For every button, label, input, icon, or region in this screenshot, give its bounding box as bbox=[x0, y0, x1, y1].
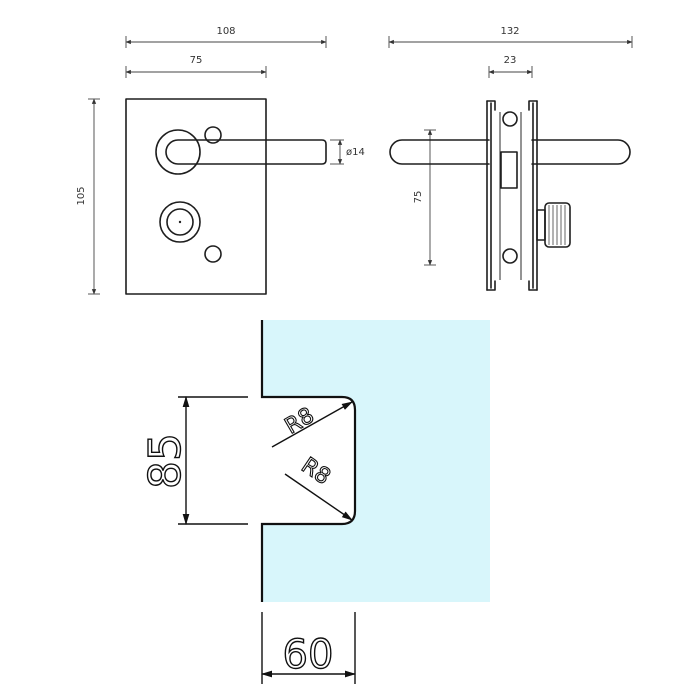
lever-handle bbox=[165, 139, 327, 165]
small-screw-bottom bbox=[204, 245, 222, 263]
radius-leader-bottom: R8 bbox=[284, 453, 353, 521]
dimension-side-overall-width: 132 bbox=[388, 26, 633, 48]
mounting-plate bbox=[125, 98, 267, 295]
lock-cylinder-outer bbox=[159, 201, 201, 243]
dimension-cutout-depth: 60 bbox=[260, 612, 357, 684]
side-view: 132 23 75 bbox=[388, 26, 633, 291]
glass-cutout-view: 85 R8 R8 60 bbox=[139, 320, 490, 684]
clamp-body bbox=[486, 100, 538, 291]
lock-center-point bbox=[178, 220, 182, 224]
dimension-lever-diameter: ø14 bbox=[330, 139, 365, 165]
dimension-label-105: 105 bbox=[76, 186, 87, 205]
dimension-label-23: 23 bbox=[504, 55, 517, 66]
side-screw-bottom bbox=[502, 248, 518, 264]
glass-panel bbox=[262, 320, 490, 602]
radius-label-top: R8 bbox=[281, 403, 319, 439]
glass-edge-profile bbox=[260, 320, 357, 602]
dimension-label-diameter: ø14 bbox=[346, 147, 365, 158]
dimension-front-hole-spacing: 75 bbox=[125, 55, 267, 78]
dimension-label-85: 85 bbox=[140, 433, 191, 489]
lock-cylinder-inner bbox=[166, 208, 194, 236]
dimension-cutout-height: 85 bbox=[139, 395, 248, 526]
radius-label-bottom: R8 bbox=[297, 453, 335, 490]
dimension-label-108: 108 bbox=[216, 26, 235, 37]
dimension-label-75-vertical: 75 bbox=[413, 191, 424, 204]
dimension-label-60: 60 bbox=[283, 632, 334, 678]
side-lever-right bbox=[531, 139, 631, 165]
dimension-front-height: 105 bbox=[76, 98, 100, 295]
latch-slot bbox=[500, 151, 518, 189]
dimension-label-75: 75 bbox=[190, 55, 203, 66]
lock-knob bbox=[536, 202, 571, 248]
front-view: 108 75 105 ø14 bbox=[76, 26, 365, 295]
dimension-front-overall-width: 108 bbox=[125, 26, 327, 48]
dimension-clamp-width: 23 bbox=[488, 55, 533, 78]
side-lever-left bbox=[389, 139, 490, 165]
radius-leader-top: R8 bbox=[271, 401, 353, 448]
dimension-side-hole-spacing: 75 bbox=[413, 129, 436, 266]
lever-rose bbox=[155, 129, 201, 175]
dimension-label-132: 132 bbox=[500, 26, 519, 37]
small-screw-top bbox=[204, 126, 222, 144]
side-screw-top bbox=[502, 111, 518, 127]
